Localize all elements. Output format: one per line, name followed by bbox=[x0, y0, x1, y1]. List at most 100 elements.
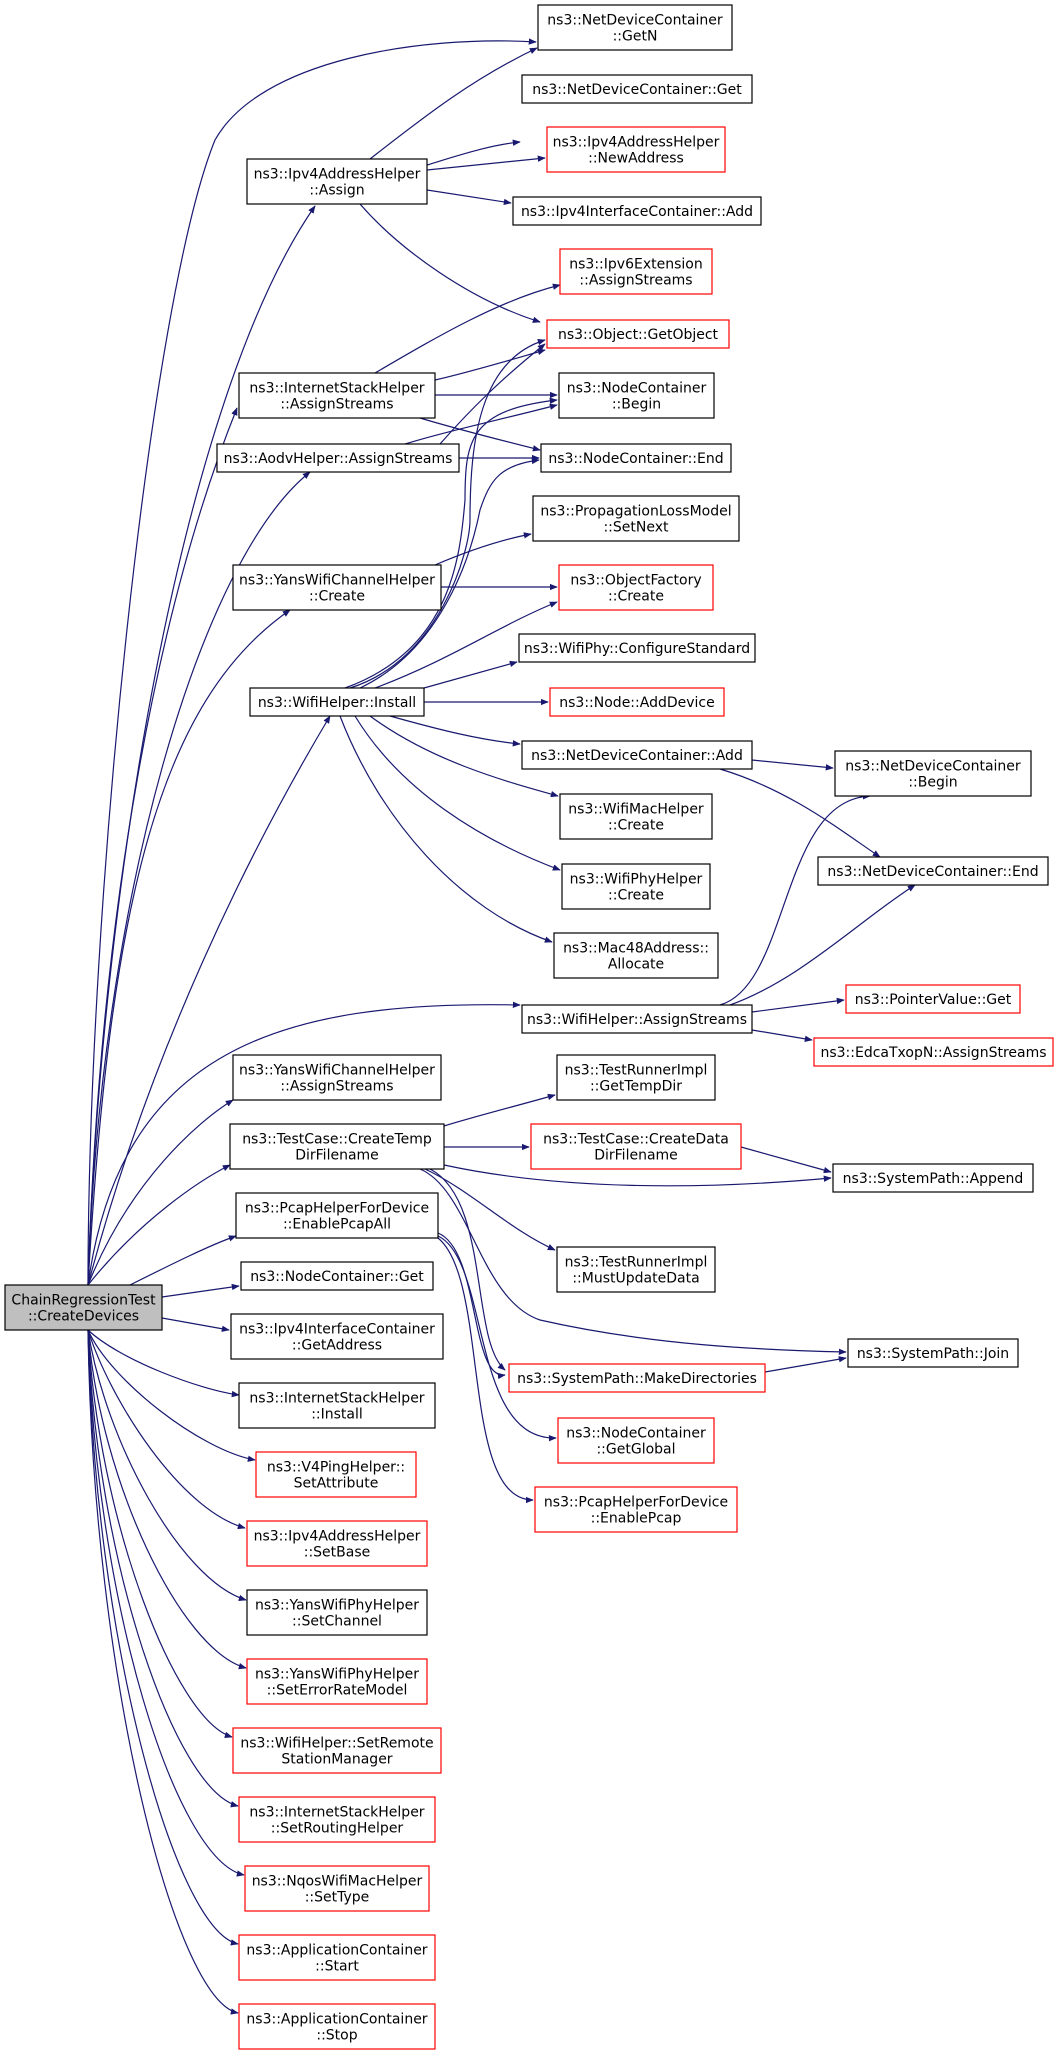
node-nc-begin[interactable]: ns3::NodeContainer::Begin bbox=[558, 372, 715, 419]
node-box bbox=[558, 564, 714, 611]
node-box bbox=[230, 1313, 444, 1360]
node-box bbox=[246, 1520, 428, 1567]
node-tri-gettemp[interactable]: ns3::TestRunnerImpl::GetTempDir bbox=[556, 1054, 716, 1101]
node-obj-getobj[interactable]: ns3::Object::GetObject bbox=[546, 319, 730, 349]
node-pv-get[interactable]: ns3::PointerValue::Get bbox=[845, 984, 1021, 1014]
node-box bbox=[556, 1246, 716, 1293]
node-box bbox=[216, 443, 460, 473]
node-label: ChainRegressionTest bbox=[11, 1293, 156, 1309]
call-edge bbox=[87, 1329, 233, 1738]
node-ipv6ext-assign[interactable]: ns3::Ipv6Extension::AssignStreams bbox=[559, 248, 713, 295]
node-ish-assign[interactable]: ns3::InternetStackHelper::AssignStreams bbox=[238, 372, 436, 419]
call-edge bbox=[434, 348, 546, 381]
call-edge bbox=[87, 1329, 247, 1670]
node-sp-join[interactable]: ns3::SystemPath::Join bbox=[847, 1338, 1019, 1368]
node-ipv4ic-getaddr[interactable]: ns3::Ipv4InterfaceContainer::GetAddress bbox=[230, 1313, 444, 1360]
node-sp-append[interactable]: ns3::SystemPath::Append bbox=[832, 1163, 1034, 1193]
node-ac-stop[interactable]: ns3::ApplicationContainer::Stop bbox=[238, 2003, 436, 2050]
node-phfd-enableall[interactable]: ns3::PcapHelperForDevice::EnablePcapAll bbox=[235, 1192, 439, 1239]
node-ywch-assign[interactable]: ns3::YansWifiChannelHelper::AssignStream… bbox=[232, 1054, 442, 1101]
node-label: ::Assign bbox=[309, 183, 364, 199]
node-wh-install[interactable]: ns3::WifiHelper::Install bbox=[249, 687, 425, 717]
node-ywph-setchannel[interactable]: ns3::YansWifiPhyHelper::SetChannel bbox=[246, 1589, 428, 1636]
node-label: ::Begin bbox=[612, 397, 661, 413]
call-edge bbox=[87, 38, 537, 1286]
node-wphy-config[interactable]: ns3::WifiPhy::ConfigureStandard bbox=[518, 633, 756, 663]
node-edca-assign[interactable]: ns3::EdcaTxopN::AssignStreams bbox=[813, 1037, 1054, 1067]
node-label: ::Create bbox=[309, 589, 365, 605]
node-label: ns3::PcapHelperForDevice bbox=[245, 1201, 429, 1217]
node-nc-getglobal[interactable]: ns3::NodeContainer::GetGlobal bbox=[557, 1417, 715, 1464]
call-edge bbox=[764, 1356, 847, 1373]
node-nc-end[interactable]: ns3::NodeContainer::End bbox=[540, 443, 732, 473]
node-ipv4ic-add[interactable]: ns3::Ipv4InterfaceContainer::Add bbox=[512, 196, 762, 226]
node-ywph-seterr[interactable]: ns3::YansWifiPhyHelper::SetErrorRateMode… bbox=[246, 1658, 428, 1705]
node-ish-setrouting[interactable]: ns3::InternetStackHelper::SetRoutingHelp… bbox=[238, 1796, 436, 1843]
node-ac-start[interactable]: ns3::ApplicationContainer::Start bbox=[238, 1934, 436, 1981]
node-nqos-settype[interactable]: ns3::NqosWifiMacHelper::SetType bbox=[244, 1865, 430, 1912]
node-wh-assign[interactable]: ns3::WifiHelper::AssignStreams bbox=[521, 1004, 753, 1034]
node-box bbox=[832, 1163, 1034, 1193]
node-root[interactable]: ChainRegressionTest::CreateDevices bbox=[4, 1284, 163, 1331]
call-edge bbox=[369, 715, 559, 798]
node-ish-install[interactable]: ns3::InternetStackHelper::Install bbox=[238, 1382, 436, 1429]
node-label: ns3::Ipv4AddressHelper bbox=[254, 167, 421, 183]
call-edge bbox=[339, 715, 553, 943]
node-label: ::Create bbox=[608, 589, 664, 605]
node-label: ns3::InternetStackHelper bbox=[249, 381, 424, 397]
call-edge bbox=[443, 1093, 556, 1127]
node-ndc-add[interactable]: ns3::NetDeviceContainer::Add bbox=[521, 740, 753, 770]
call-edge bbox=[87, 1329, 239, 2015]
node-ipv4h-newaddr[interactable]: ns3::Ipv4AddressHelper::NewAddress bbox=[546, 126, 726, 173]
node-label: ns3::NodeContainer::Get bbox=[250, 1269, 424, 1285]
node-node-adddev[interactable]: ns3::Node::AddDevice bbox=[549, 687, 725, 717]
node-ywch-create[interactable]: ns3::YansWifiChannelHelper::Create bbox=[232, 564, 442, 611]
call-edge bbox=[751, 1029, 813, 1042]
node-nc-get[interactable]: ns3::NodeContainer::Get bbox=[240, 1261, 434, 1291]
node-label: ns3::YansWifiPhyHelper bbox=[255, 1667, 419, 1683]
call-edge bbox=[354, 715, 561, 871]
node-box bbox=[232, 1054, 442, 1101]
node-box bbox=[558, 372, 715, 419]
node-label: ::SetNext bbox=[603, 520, 669, 536]
node-plm-setnext[interactable]: ns3::PropagationLossModel::SetNext bbox=[532, 495, 740, 542]
call-edge bbox=[87, 715, 331, 1286]
node-box bbox=[557, 1417, 715, 1464]
node-box bbox=[232, 1727, 442, 1774]
node-label: ns3::Ipv4InterfaceContainer bbox=[239, 1322, 435, 1338]
node-label: ns3::NetDeviceContainer bbox=[547, 13, 723, 29]
node-ndc-begin[interactable]: ns3::NetDeviceContainer::Begin bbox=[834, 750, 1032, 797]
node-ndc-end[interactable]: ns3::NetDeviceContainer::End bbox=[817, 856, 1049, 886]
node-box bbox=[249, 687, 425, 717]
node-aodv-assign[interactable]: ns3::AodvHelper::AssignStreams bbox=[216, 443, 460, 473]
node-v4ping-setattr[interactable]: ns3::V4PingHelper::SetAttribute bbox=[255, 1451, 417, 1498]
node-wmac-create[interactable]: ns3::WifiMacHelper::Create bbox=[559, 793, 713, 840]
node-ndc-get[interactable]: ns3::NetDeviceContainer::Get bbox=[521, 74, 753, 104]
node-ipv4h-setbase[interactable]: ns3::Ipv4AddressHelper::SetBase bbox=[246, 1520, 428, 1567]
node-mac48-alloc[interactable]: ns3::Mac48Address::Allocate bbox=[553, 932, 719, 979]
node-label: ::EnablePcapAll bbox=[283, 1217, 391, 1233]
node-sp-makedirs[interactable]: ns3::SystemPath::MakeDirectories bbox=[508, 1363, 766, 1393]
node-box bbox=[238, 1382, 436, 1429]
node-label: ::GetTempDir bbox=[590, 1079, 682, 1095]
node-box bbox=[549, 687, 725, 717]
node-label: ::CreateDevices bbox=[28, 1309, 139, 1325]
node-label: ::Create bbox=[608, 818, 664, 834]
node-label: ns3::Node::AddDevice bbox=[559, 695, 714, 711]
node-tri-mustupdate[interactable]: ns3::TestRunnerImpl::MustUpdateData bbox=[556, 1246, 716, 1293]
node-label: ::NewAddress bbox=[588, 151, 684, 167]
node-of-create[interactable]: ns3::ObjectFactory::Create bbox=[558, 564, 714, 611]
node-ipv4h-assign[interactable]: ns3::Ipv4AddressHelper::Assign bbox=[246, 158, 428, 205]
call-edge bbox=[87, 1329, 246, 1530]
node-box bbox=[518, 633, 756, 663]
node-ndc-getn[interactable]: ns3::NetDeviceContainer::GetN bbox=[537, 4, 733, 51]
node-box bbox=[556, 1054, 716, 1101]
call-edge bbox=[719, 793, 871, 1006]
node-wphyh-create[interactable]: ns3::WifiPhyHelper::Create bbox=[561, 863, 711, 910]
node-phfd-enable[interactable]: ns3::PcapHelperForDevice::EnablePcap bbox=[534, 1486, 738, 1533]
node-label: ::GetN bbox=[613, 29, 658, 45]
